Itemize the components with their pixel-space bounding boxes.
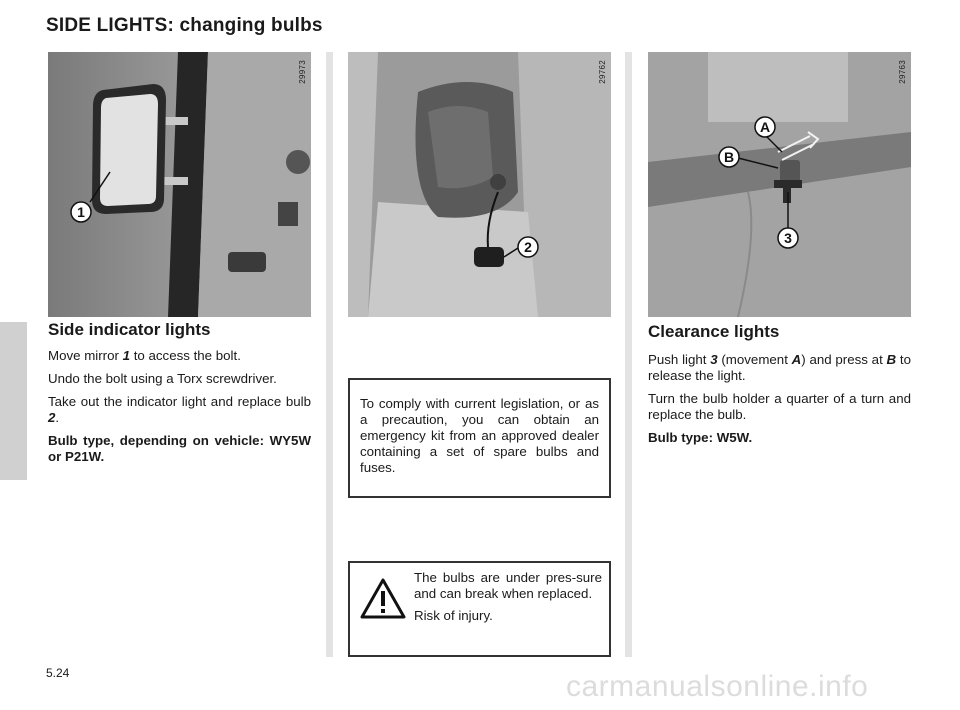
callout-2: 2 <box>524 239 532 255</box>
photo-mirror: 1 29973 <box>48 52 311 317</box>
warning-triangle-icon <box>360 578 406 619</box>
warning-pressure: The bulbs are under pres-sure and can br… <box>414 570 602 601</box>
bulb-type: Bulb type, depending on vehicle: WY5W or… <box>48 433 311 464</box>
page-number: 5.24 <box>46 666 70 680</box>
instruction-replace-bulb: Take out the indicator light and replace… <box>48 394 311 425</box>
photo-code: 29762 <box>598 60 607 84</box>
photo-indicator: 2 29762 <box>348 52 611 317</box>
watermark: carmanualsonline.info <box>566 670 869 703</box>
column-divider <box>625 52 632 657</box>
callout-B: B <box>724 149 734 165</box>
column-divider <box>326 52 333 657</box>
page-title: SIDE LIGHTS: changing bulbs <box>46 15 323 36</box>
clearance-instructions: Push light 3 (movement A) and press at B… <box>648 352 911 446</box>
side-indicator-instructions: Move mirror 1 to access the bolt. Undo t… <box>48 348 311 465</box>
clearance-illustration: A B 3 <box>648 52 911 317</box>
instruction-undo-bolt: Undo the bolt using a Torx screwdriver. <box>48 371 277 386</box>
callout-3: 3 <box>784 230 792 246</box>
warning-risk: Risk of injury. <box>414 608 493 623</box>
instruction-push-light: Push light 3 (movement A) and press at B… <box>648 352 911 383</box>
legislation-note: To comply with current legislation, or a… <box>360 396 599 475</box>
bulb-type-clearance: Bulb type: W5W. <box>648 430 753 445</box>
warning-box: The bulbs are under pres-sure and can br… <box>348 561 611 657</box>
mirror-illustration: 1 <box>48 52 311 317</box>
legislation-note-box: To comply with current legislation, or a… <box>348 378 611 498</box>
photo-clearance-light: A B 3 29763 <box>648 52 911 317</box>
instruction-move-mirror: Move mirror 1 to access the bolt. <box>48 348 241 363</box>
callout-A: A <box>760 119 770 135</box>
indicator-illustration: 2 <box>348 52 611 317</box>
instruction-turn-holder: Turn the bulb holder a quarter of a turn… <box>648 391 911 422</box>
callout-1: 1 <box>77 204 85 220</box>
photo-code: 29973 <box>298 60 307 84</box>
section-tab <box>0 322 27 480</box>
warning-text: The bulbs are under pres-sure and can br… <box>414 570 602 624</box>
section-heading-clearance: Clearance lights <box>648 322 780 341</box>
photo-code: 29763 <box>898 60 907 84</box>
section-heading-side-indicator: Side indicator lights <box>48 320 211 339</box>
